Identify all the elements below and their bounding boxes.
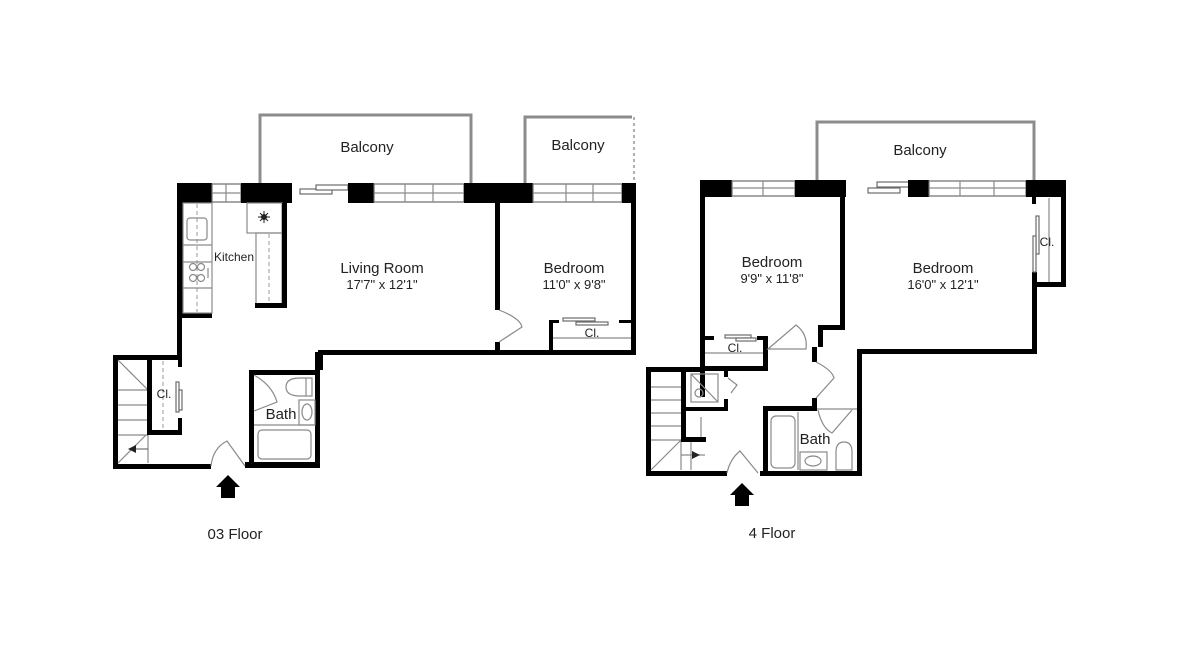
floor-label: 03 Floor bbox=[207, 526, 262, 543]
bathtub-icon bbox=[257, 429, 312, 460]
balcony-outline-2 bbox=[523, 115, 632, 183]
room-label-closet: Cl. bbox=[157, 387, 172, 401]
door-swing bbox=[766, 324, 807, 350]
balcony-outline bbox=[815, 120, 1036, 180]
toilet-icon bbox=[285, 377, 313, 397]
sliding-door bbox=[867, 187, 901, 194]
room-label-closet: Cl. bbox=[585, 326, 600, 340]
shower-icon bbox=[690, 373, 719, 403]
entry-door-swing bbox=[726, 450, 759, 474]
bathtub-icon bbox=[770, 415, 796, 469]
room-dims-living-room: 17'7" x 12'1" bbox=[346, 277, 418, 292]
room-label-balcony: Balcony bbox=[340, 139, 394, 156]
room-label-balcony: Balcony bbox=[893, 142, 947, 159]
entry-arrow-icon bbox=[730, 483, 754, 506]
wall-segment bbox=[464, 183, 533, 203]
sliding-door bbox=[315, 184, 349, 191]
entry-door-swing bbox=[210, 440, 246, 467]
wall-segment bbox=[177, 183, 212, 203]
stair-arrow-icon bbox=[128, 445, 136, 453]
wall-segment bbox=[241, 183, 292, 203]
floor-4-plan bbox=[646, 120, 1066, 506]
room-dims-bedroom: 9'9" x 11'8" bbox=[740, 271, 803, 286]
room-dims-bedroom: 16'0" x 12'1" bbox=[907, 277, 979, 292]
room-label-closet: Cl. bbox=[1040, 235, 1055, 249]
stair-arrow-icon bbox=[692, 451, 700, 459]
room-label-bath: Bath bbox=[800, 431, 831, 448]
floor-label: 4 Floor bbox=[749, 525, 796, 542]
wall-segment bbox=[622, 183, 636, 203]
kitchen-counter bbox=[182, 202, 213, 314]
room-label-bedroom: Bedroom bbox=[544, 260, 605, 277]
sink-icon bbox=[799, 451, 828, 471]
balcony-outline-1 bbox=[258, 113, 473, 183]
room-label-kitchen: Kitchen bbox=[214, 250, 254, 264]
room-label-bath: Bath bbox=[266, 406, 297, 423]
room-label-bedroom: Bedroom bbox=[742, 254, 803, 271]
toilet-icon bbox=[835, 441, 853, 471]
door-swing bbox=[498, 309, 523, 343]
sink-icon bbox=[186, 217, 208, 241]
room-label-living-room: Living Room bbox=[340, 260, 423, 277]
wall-segment bbox=[348, 183, 374, 203]
floor-03-plan bbox=[113, 113, 636, 498]
room-dims-bedroom: 11'0" x 9'8" bbox=[542, 277, 605, 292]
room-label-bedroom: Bedroom bbox=[913, 260, 974, 277]
entry-arrow-icon bbox=[216, 475, 240, 498]
room-label-balcony: Balcony bbox=[551, 137, 605, 154]
room-label-closet: Cl. bbox=[728, 341, 743, 355]
stove-burner-icon bbox=[188, 262, 198, 272]
